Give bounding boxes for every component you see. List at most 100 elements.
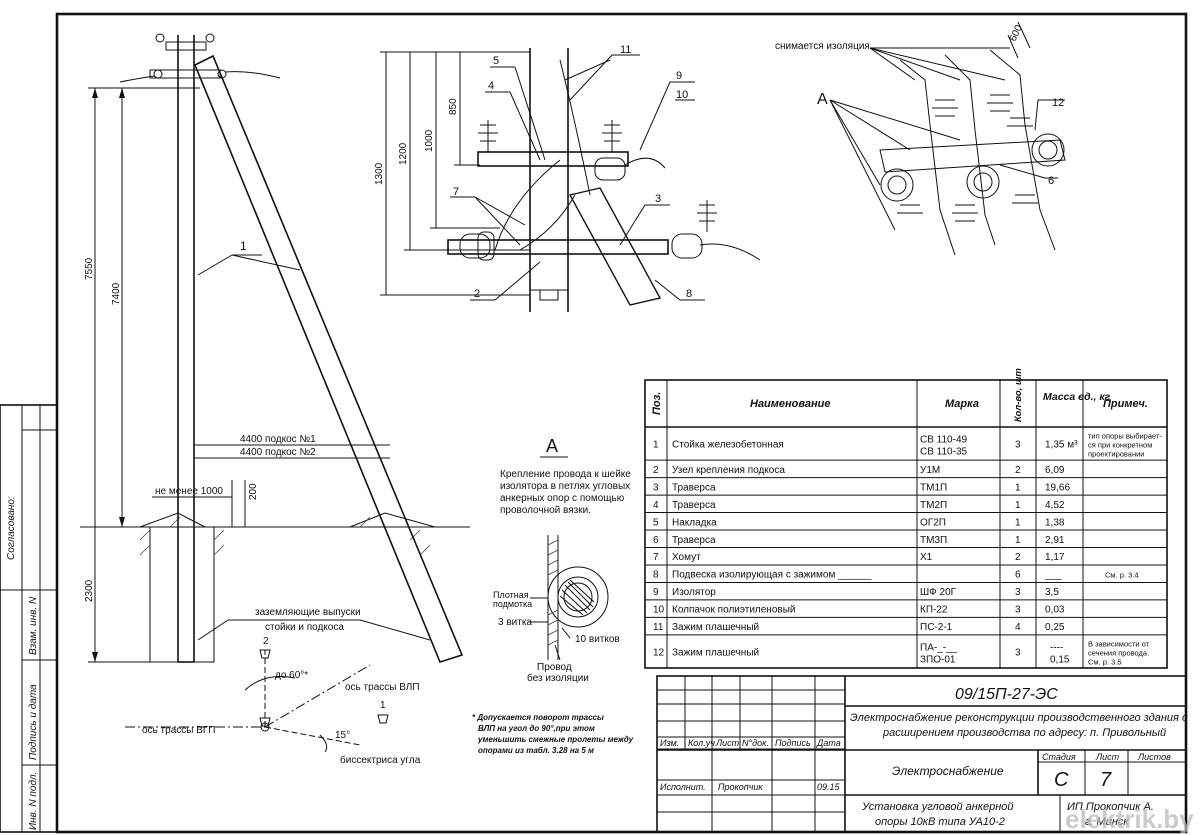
spec-row-pos: 2 [653, 465, 659, 476]
pos-8-label: 8 [686, 288, 692, 300]
spec-row-note-3: проектировании [1088, 450, 1145, 459]
spec-row-mass: 0,25 [1045, 622, 1065, 633]
spec-row-mass: 2,91 [1045, 535, 1065, 546]
tb-date: 09.15 [817, 782, 841, 792]
spec-row-qty: 6 [1015, 570, 1021, 581]
tb-stage-h: Стадия [1042, 752, 1076, 762]
tb-col-list: Лист [715, 738, 740, 748]
spec-row-pos: 11 [653, 622, 664, 633]
tb-executor-role: Исполнит. [660, 782, 706, 792]
spec-row-name: Хомут [672, 552, 701, 563]
spec-row-name: Стойка железобетонная [672, 439, 784, 451]
spec-row-note: тип опоры выбирает- [1088, 432, 1162, 441]
title-block: Изм. Кол.уч Лист N°док. Подпись Дата 09/… [656, 675, 1188, 833]
tb-drawing-1: Установка угловой анкерной [861, 801, 1014, 813]
th-note: Примеч. [1103, 398, 1148, 410]
detail-a-title: А [546, 436, 558, 456]
wire-label-1: Провод [537, 662, 572, 673]
footnote-line-4: опорами из табл. 3.28 на 5 м [478, 746, 594, 755]
spec-row-pos: 7 [653, 552, 659, 563]
pos-12-label: 12 [1052, 97, 1064, 109]
spec-row-mark: ШФ 20Г [920, 587, 957, 598]
spec-row-qty: 4 [1015, 622, 1021, 633]
plan-mark-2: 2 [263, 636, 269, 647]
spec-row-qty: 1 [1015, 535, 1021, 546]
tb-executor: Прокопчик [718, 782, 763, 792]
spec-row-mark: ТМ3П [920, 535, 947, 546]
spec-row-note-2: ся при конкретном [1088, 441, 1152, 450]
dim-7550: 7550 [84, 257, 95, 280]
spec-row-mass: 19,66 [1045, 482, 1070, 493]
detail-desc-3: анкерных опор с помощью [500, 493, 625, 504]
pos-2-label: 2 [474, 288, 480, 300]
spec-row-mass: 1,17 [1045, 552, 1065, 563]
th-mass: Масса ед., кг [1043, 391, 1111, 403]
tb-drawing-2: опоры 10кВ типа УА10-2 [875, 816, 1005, 828]
spec-row-name: Зажим плашечный [672, 647, 759, 658]
detail-a-section: А Крепление провода к шейке изолятора в … [493, 436, 631, 684]
spec-row-qty: 2 [1015, 465, 1021, 476]
spec-row-name: Колпачок полиэтиленовый [672, 605, 795, 616]
spec-row-mark-2: ЗПО-01 [920, 654, 956, 665]
spec-row-mass-2: 0,15 [1050, 654, 1070, 665]
tb-doc-code: 09/15П-27-ЭС [955, 686, 1058, 703]
pos-3-label: 3 [655, 193, 661, 205]
spec-row-mark: У1М [920, 465, 940, 476]
angle-plan-view: 2 1 до 60°* ось трассы ВЛП ось трассы ВГ… [125, 636, 634, 766]
angle-15-label: 15° [335, 730, 350, 741]
pos-9-label: 9 [676, 70, 682, 82]
spec-row-pos: 8 [653, 570, 659, 581]
th-mark: Марка [945, 398, 979, 410]
th-pos: Поз. [651, 392, 663, 415]
grounding-note-1: заземляющие выпуски [255, 607, 361, 618]
pos-5-label: 5 [493, 55, 499, 67]
spec-row-qty: 3 [1015, 647, 1021, 658]
stamp-sign-date: Подпись и дата [28, 684, 39, 760]
dim-2300: 2300 [84, 579, 95, 602]
spec-row-name: Траверса [672, 482, 716, 493]
pos-6-label: 6 [1048, 175, 1054, 187]
detail-desc-4: проволочной вязки. [500, 505, 591, 516]
spec-row-mark-2: СВ 110-35 [920, 447, 968, 458]
spec-row-note: В зависимости от [1088, 639, 1150, 648]
spec-row-mass: ___ [1044, 570, 1062, 581]
tb-sheet-h: Лист [1095, 752, 1120, 762]
spec-row-mark: ОГ2П [920, 517, 946, 528]
detail-a-perspective: снимается изоляция [775, 21, 1066, 256]
spec-row-name: Накладка [672, 517, 717, 528]
main-pole-view: 7550 7400 2300 1 4400 подкос №1 4400 под… [80, 33, 470, 663]
tb-col-kol: Кол.уч [688, 738, 715, 748]
tb-section: Электроснабжение [892, 764, 1004, 778]
watermark: elektrik.by [1065, 804, 1194, 834]
tb-project-1: Электроснабжение реконструкции производс… [850, 712, 1188, 724]
footnote-line-3: уменьшить смежные пролеты между [477, 735, 634, 744]
spec-row-name: Траверса [672, 535, 716, 546]
crossarm-view: 1300 1200 1000 850 5 4 11 9 10 7 3 2 8 [374, 44, 761, 312]
spec-row-mark: ПА-_-__ [920, 642, 958, 653]
tight-winding-1: Плотная [493, 590, 529, 600]
tb-project-2: расширением производства по адресу: п. П… [882, 727, 1166, 739]
spec-row-mark: ТМ1П [920, 482, 947, 493]
tb-col-izm: Изм. [660, 738, 679, 748]
tb-col-sign: Подпись [775, 738, 811, 748]
brace-1-dim: 4400 подкос №1 [240, 434, 316, 445]
spec-row-pos: 9 [653, 587, 659, 598]
spec-row-mass: 4,52 [1045, 500, 1065, 511]
spec-row-mass: 3,5 [1045, 587, 1059, 598]
tb-org-2: г. Минск [1085, 816, 1129, 828]
spec-row-note-3: См. р. 3.5 [1088, 657, 1122, 666]
spec-row-note: См. р. 3.4 [1105, 571, 1139, 580]
pos-11-label: 11 [620, 44, 631, 56]
spec-row-mass: 0,03 [1045, 605, 1065, 616]
plan-mark-1: 1 [380, 700, 386, 711]
spec-row-qty: 1 [1015, 482, 1021, 493]
spec-row-qty: 3 [1015, 605, 1021, 616]
spec-row-pos: 1 [653, 440, 659, 451]
dim-1300: 1300 [374, 162, 385, 185]
dim-200: 200 [248, 483, 259, 500]
spec-row-name: Подвеска изолирующая с зажимом ______ [672, 570, 872, 581]
footnote-line-2: ВЛП на угол до 90°,при этом [478, 724, 595, 733]
pos-1-label: 1 [240, 239, 247, 253]
th-qty: Кол-во, шт [1013, 368, 1024, 422]
spec-row-name: Зажим плашечный [672, 622, 759, 633]
